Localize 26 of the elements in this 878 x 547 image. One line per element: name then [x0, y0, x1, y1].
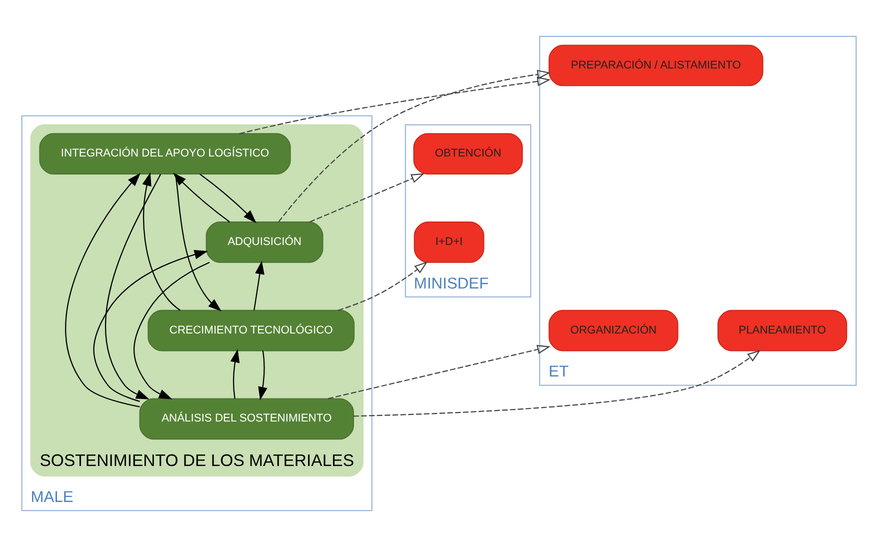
arrow: [173, 172, 230, 222]
arrow: [338, 262, 428, 311]
node-box: ADQUISICIÓN: [206, 222, 324, 263]
node-box: PLANEAMIENTO: [717, 310, 848, 352]
arrow: [230, 349, 240, 399]
arrow: [278, 70, 551, 222]
arrow: [134, 262, 210, 400]
arrow: [239, 76, 551, 134]
arrow: [65, 173, 141, 408]
node-box: PREPARACIÓN / ALISTAMIENTO: [548, 44, 764, 86]
arrow: [93, 250, 208, 402]
arrow: [328, 344, 551, 400]
node-box: ORGANIZACIÓN: [548, 310, 678, 352]
arrow: [174, 174, 222, 312]
node-box: INTEGRACIÓN DEL APOYO LOGÍSTICO: [39, 133, 291, 175]
node-box: OBTENCIÓN: [413, 133, 523, 175]
arrow: [142, 172, 181, 311]
arrow: [310, 173, 425, 222]
arrow: [105, 174, 162, 400]
arrow: [258, 350, 268, 400]
node-box: ANÁLISIS DEL SOSTENIMIENTO: [139, 398, 354, 440]
arrow: [254, 260, 264, 310]
arrow: [353, 350, 761, 417]
node-box: I+D+I: [414, 222, 484, 263]
node-box: CRECIMIENTO TECNOLÓGICO: [148, 310, 355, 352]
arrow: [200, 174, 256, 224]
